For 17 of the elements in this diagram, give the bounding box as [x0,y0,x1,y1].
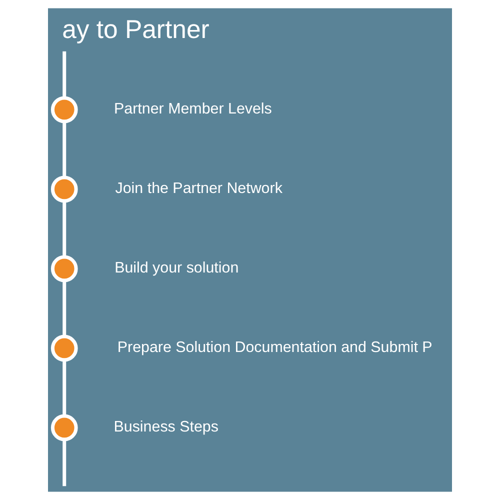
node-circle [50,414,78,442]
diagram-title: ay to Partner [62,16,210,44]
node-circle [50,96,78,124]
connector [62,122,66,178]
node-label: Partner Member Levels [114,100,272,118]
node-label: Build your solution [114,260,239,277]
connector [62,280,66,336]
node-circle [50,176,78,203]
node-label: Join the Partner Network [115,180,282,198]
node-circle [50,255,78,282]
connector [62,201,66,257]
node-circle [50,334,78,362]
connector [62,360,66,416]
connector [62,440,66,486]
connector [62,51,66,98]
node-label: Prepare Solution Documentation and Submit P [117,339,432,356]
node-label: Business Steps [114,418,218,436]
